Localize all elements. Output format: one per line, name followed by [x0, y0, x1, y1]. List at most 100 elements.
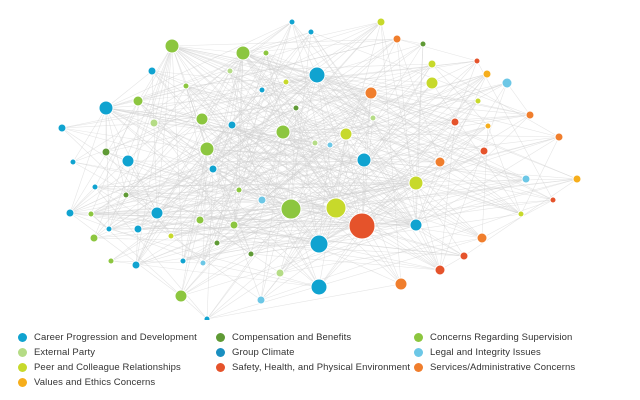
graph-node [235, 45, 251, 61]
graph-node [554, 132, 564, 142]
graph-edge [318, 243, 441, 271]
graph-node [101, 147, 111, 157]
legend-swatch [216, 347, 225, 357]
legend-label: Safety, Health, and Physical Environment [232, 361, 411, 373]
graph-edge [185, 85, 284, 133]
graph-edge [242, 52, 441, 163]
graph-node [326, 141, 334, 149]
graph-node [549, 196, 557, 204]
graph-edge [282, 131, 483, 239]
graph-node [167, 232, 175, 240]
graph-edge [242, 52, 531, 116]
graph-edge [180, 100, 479, 297]
graph-node [256, 295, 266, 305]
graph-edge [105, 107, 235, 226]
graph-edge [199, 21, 382, 221]
graph-edge [229, 70, 417, 226]
graph-node [308, 66, 326, 84]
graph-edge [93, 199, 554, 239]
graph-edge [180, 81, 287, 297]
graph-edge [250, 253, 441, 271]
graph-edge [335, 125, 489, 209]
graph-node [98, 100, 114, 116]
graph-edge [318, 73, 488, 288]
legend-item: Legal and Integrity Issues [414, 345, 541, 359]
graph-edge [135, 212, 158, 266]
graph-edge [61, 122, 155, 129]
graph-edge [295, 107, 331, 146]
graph-edge [291, 21, 417, 226]
graph-edge [93, 52, 244, 239]
graph-node [87, 210, 95, 218]
graph-node [105, 225, 113, 233]
graph-edge [171, 45, 374, 119]
graph-edge [206, 73, 488, 320]
graph-node [409, 218, 423, 232]
graph-edge [261, 89, 527, 180]
graph-edge [260, 131, 284, 301]
graph-edge [202, 225, 363, 264]
graph-node [227, 120, 237, 130]
graph-edge [282, 131, 560, 138]
graph-edge [105, 21, 382, 153]
graph-node [182, 82, 190, 90]
graph-edge [372, 117, 441, 271]
graph-edge [206, 114, 531, 150]
graph-edge [361, 225, 465, 257]
graph-edge [171, 45, 320, 288]
graph-edge [137, 70, 231, 230]
graph-node [226, 67, 234, 75]
graph-edge [153, 92, 372, 124]
graph-edge [363, 159, 527, 180]
graph-edge [242, 52, 522, 215]
graph-edge [279, 237, 483, 274]
graph-node [199, 259, 207, 267]
graph-edge [171, 45, 284, 133]
network-graph [57, 17, 582, 320]
graph-node [310, 278, 328, 296]
graph-edge [520, 136, 560, 215]
graph-edge [69, 118, 203, 214]
graph-edge [105, 85, 187, 109]
graph-edge [110, 92, 372, 262]
graph-edge [212, 168, 417, 184]
graph-edge [105, 70, 153, 109]
graph-edge [316, 74, 483, 239]
graph-node [195, 112, 209, 126]
graph-node [474, 97, 482, 105]
graph-edge [105, 107, 320, 288]
graph-edge [206, 237, 483, 320]
legend-item: Services/Administrative Concerns [414, 360, 575, 374]
graph-edge [153, 21, 293, 124]
graph-edge [231, 124, 337, 209]
graph-edge [171, 45, 316, 144]
graph-edge [282, 131, 417, 226]
graph-edge [415, 178, 527, 226]
graph-node [179, 257, 187, 265]
legend-item: Safety, Health, and Physical Environment [216, 360, 410, 374]
legend-swatch [414, 362, 423, 372]
graph-edge [90, 178, 527, 215]
graph-edge [361, 73, 488, 227]
graph-edge [93, 148, 208, 239]
legend-label: Career Progression and Development [34, 331, 197, 343]
graph-edge [431, 63, 489, 127]
graph-edge [415, 224, 465, 257]
graph-node [150, 206, 164, 220]
graph-edge [279, 43, 424, 274]
graph-edge [90, 92, 372, 215]
graph-node [311, 139, 319, 147]
graph-edge [212, 168, 320, 245]
graph-node [69, 158, 77, 166]
graph-edge [361, 199, 554, 227]
graph-node [309, 234, 329, 254]
graph-edge [90, 212, 158, 215]
graph-edge [105, 151, 363, 227]
graph-edge [316, 74, 522, 215]
graph-edge [260, 199, 554, 301]
graph-edge [108, 38, 398, 230]
graph-edge [415, 182, 465, 257]
graph-edge [316, 74, 433, 84]
graph-node [89, 233, 99, 243]
graph-edge [125, 159, 365, 196]
